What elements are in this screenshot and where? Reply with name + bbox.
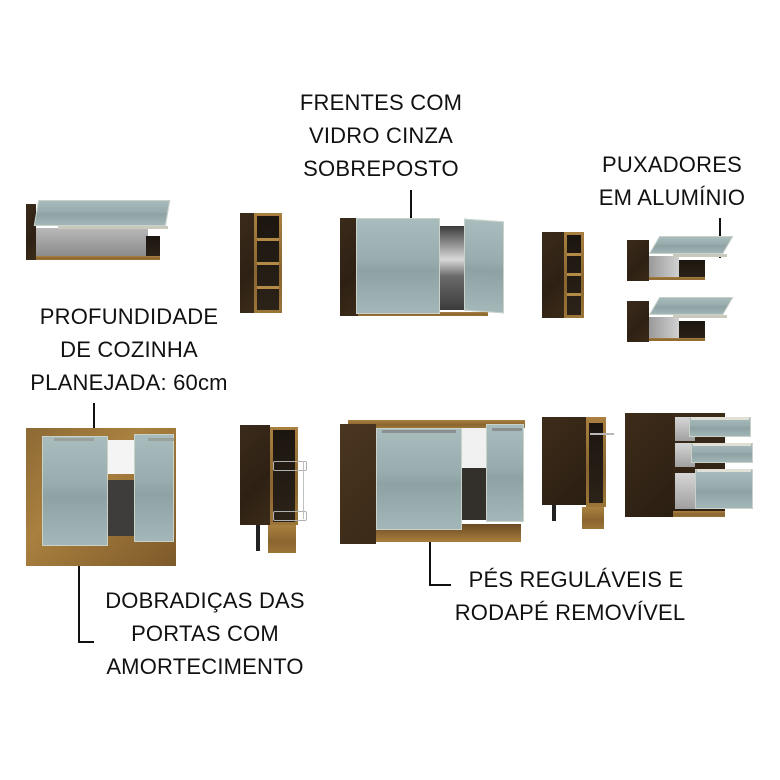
drawer-1-front[interactable] [689, 417, 751, 437]
callout-pes-line-2: RODAPÉ REMOVÍVEL [454, 600, 686, 625]
callout-puxadores-line-1: PUXADORES [602, 152, 742, 177]
leader-profundidade [93, 403, 95, 448]
leader-pes-h [429, 584, 451, 586]
callout-profundidade-line-3: PLANEJADA: 60cm [30, 370, 228, 395]
callout-dobradicas: DOBRADIÇAS DAS PORTAS COM AMORTECIMENTO [92, 584, 318, 683]
leader-frentes [410, 190, 412, 238]
base-cabinet-towel-rack [542, 417, 614, 529]
callout-dobradicas-line-3: AMORTECIMENTO [106, 654, 304, 679]
drawer-2-front[interactable] [691, 443, 753, 463]
leader-dobradicas-h [78, 641, 94, 643]
callout-profundidade-line-2: DE COZINHA [60, 337, 198, 362]
base-cabinet-spice-rack [240, 425, 307, 553]
leader-pes-v [429, 532, 431, 586]
wall-cabinet-lift-door-small-bottom [627, 297, 734, 342]
callout-puxadores-line-2: EM ALUMÍNIO [598, 185, 746, 210]
leader-dobradicas-v [78, 533, 80, 643]
callout-pes-line-1: PÉS REGULÁVEIS E [468, 567, 684, 592]
base-cabinet-sink-two-doors [340, 420, 525, 544]
drawer-2-box [675, 443, 695, 467]
callout-frentes-line-3: SOBREPOSTO [303, 156, 459, 181]
callout-puxadores: PUXADORES EM ALUMÍNIO [582, 148, 762, 214]
callout-pes: PÉS REGULÁVEIS E RODAPÉ REMOVÍVEL [440, 563, 700, 629]
callout-dobradicas-line-1: DOBRADIÇAS DAS [105, 588, 305, 613]
base-cabinet-three-drawers [625, 413, 753, 519]
callout-dobradicas-line-2: PORTAS COM [131, 621, 279, 646]
wall-cabinet-lift-door-small-top [627, 236, 734, 281]
glass-door-right [464, 218, 504, 314]
wall-niche-shelf-narrow [240, 213, 282, 313]
wall-cabinet-lift-door-wide [26, 200, 171, 262]
door-left [376, 428, 462, 530]
glass-door-left [356, 218, 440, 314]
callout-frentes: FRENTES COM VIDRO CINZA SOBREPOSTO [288, 86, 474, 185]
door-left [42, 436, 108, 546]
callout-profundidade: PROFUNDIDADE DE COZINHA PLANEJADA: 60cm [16, 300, 242, 399]
base-cabinet-two-doors [26, 428, 176, 566]
wall-cabinet-two-glass-doors [340, 218, 505, 316]
callout-frentes-line-1: FRENTES COM [299, 90, 463, 115]
wall-niche-shelf-narrow-2 [542, 232, 584, 318]
callout-frentes-line-2: VIDRO CINZA [309, 123, 453, 148]
door-right [486, 424, 524, 522]
door-right [134, 434, 174, 542]
drawer-3-front[interactable] [695, 469, 753, 509]
callout-profundidade-line-1: PROFUNDIDADE [39, 304, 219, 329]
